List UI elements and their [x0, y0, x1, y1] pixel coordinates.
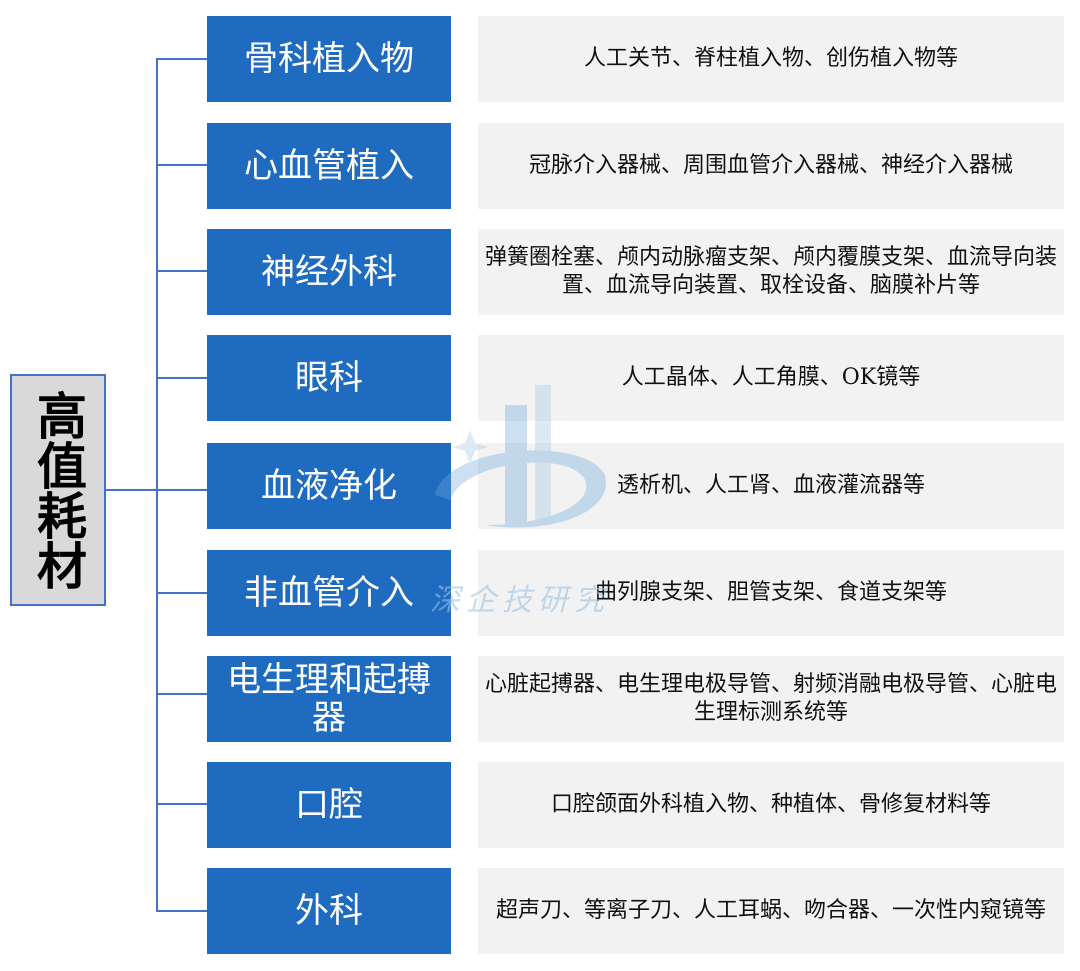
branch-connector	[156, 489, 208, 491]
branch-connector	[156, 377, 208, 379]
category-label: 口腔	[295, 785, 363, 825]
description-text: 弹簧圈栓塞、颅内动脉瘤支架、颅内覆膜支架、血流导向装置、血流导向装置、取栓设备、…	[484, 245, 1057, 298]
root-label: 高值耗材	[29, 390, 88, 590]
description-electrophysiology-pacemaker: 心脏起搏器、电生理电极导管、射频消融电极导管、心脏电生理标测系统等	[478, 656, 1064, 742]
branch-connector	[156, 910, 208, 912]
spine-connector	[156, 58, 158, 912]
category-ophthalmology: 眼科	[207, 335, 451, 421]
category-cardiovascular: 心血管植入	[207, 123, 451, 209]
description-text: 冠脉介入器械、周围血管介入器械、神经介入器械	[528, 153, 1013, 178]
description-orthopedic-implants: 人工关节、脊柱植入物、创伤植入物等	[478, 16, 1064, 102]
description-neurosurgery: 弹簧圈栓塞、颅内动脉瘤支架、颅内覆膜支架、血流导向装置、血流导向装置、取栓设备、…	[478, 229, 1064, 315]
category-neurosurgery: 神经外科	[207, 229, 451, 315]
category-label: 眼科	[295, 358, 363, 398]
category-dental: 口腔	[207, 762, 451, 848]
category-label: 非血管介入	[244, 573, 414, 613]
branch-connector	[156, 164, 208, 166]
root-connector	[106, 489, 158, 491]
description-text: 心脏起搏器、电生理电极导管、射频消融电极导管、心脏电生理标测系统等	[484, 672, 1057, 725]
category-surgery: 外科	[207, 868, 451, 954]
category-blood-purification: 血液净化	[207, 443, 451, 529]
description-text: 口腔颌面外科植入物、种植体、骨修复材料等	[550, 792, 991, 817]
category-label: 血液净化	[261, 466, 397, 506]
category-electrophysiology-pacemaker: 电生理和起搏器	[207, 656, 451, 742]
branch-connector	[156, 592, 208, 594]
category-label: 电生理和起搏器	[227, 660, 431, 738]
category-label: 神经外科	[261, 252, 397, 292]
description-ophthalmology: 人工晶体、人工角膜、OK镜等	[478, 335, 1064, 421]
description-text: 超声刀、等离子刀、人工耳蜗、吻合器、一次性内窥镜等	[495, 898, 1046, 923]
category-label: 心血管植入	[244, 146, 414, 186]
description-surgery: 超声刀、等离子刀、人工耳蜗、吻合器、一次性内窥镜等	[478, 868, 1064, 954]
description-text: 透析机、人工肾、血液灌流器等	[616, 473, 925, 498]
description-text: 人工关节、脊柱植入物、创伤植入物等	[583, 46, 958, 71]
category-orthopedic-implants: 骨科植入物	[207, 16, 451, 102]
branch-connector	[156, 693, 208, 695]
description-text: 人工晶体、人工角膜、OK镜等	[621, 365, 921, 390]
description-dental: 口腔颌面外科植入物、种植体、骨修复材料等	[478, 762, 1064, 848]
branch-connector	[156, 270, 208, 272]
branch-connector	[156, 803, 208, 805]
description-text: 曲列腺支架、胆管支架、食道支架等	[594, 580, 947, 605]
description-non-vascular-intervention: 曲列腺支架、胆管支架、食道支架等	[478, 550, 1064, 636]
description-blood-purification: 透析机、人工肾、血液灌流器等	[478, 443, 1064, 529]
branch-connector	[156, 58, 208, 60]
category-label: 骨科植入物	[244, 39, 414, 79]
description-cardiovascular: 冠脉介入器械、周围血管介入器械、神经介入器械	[478, 123, 1064, 209]
root-node: 高值耗材	[10, 374, 106, 606]
category-non-vascular-intervention: 非血管介入	[207, 550, 451, 636]
category-label: 外科	[295, 891, 363, 931]
